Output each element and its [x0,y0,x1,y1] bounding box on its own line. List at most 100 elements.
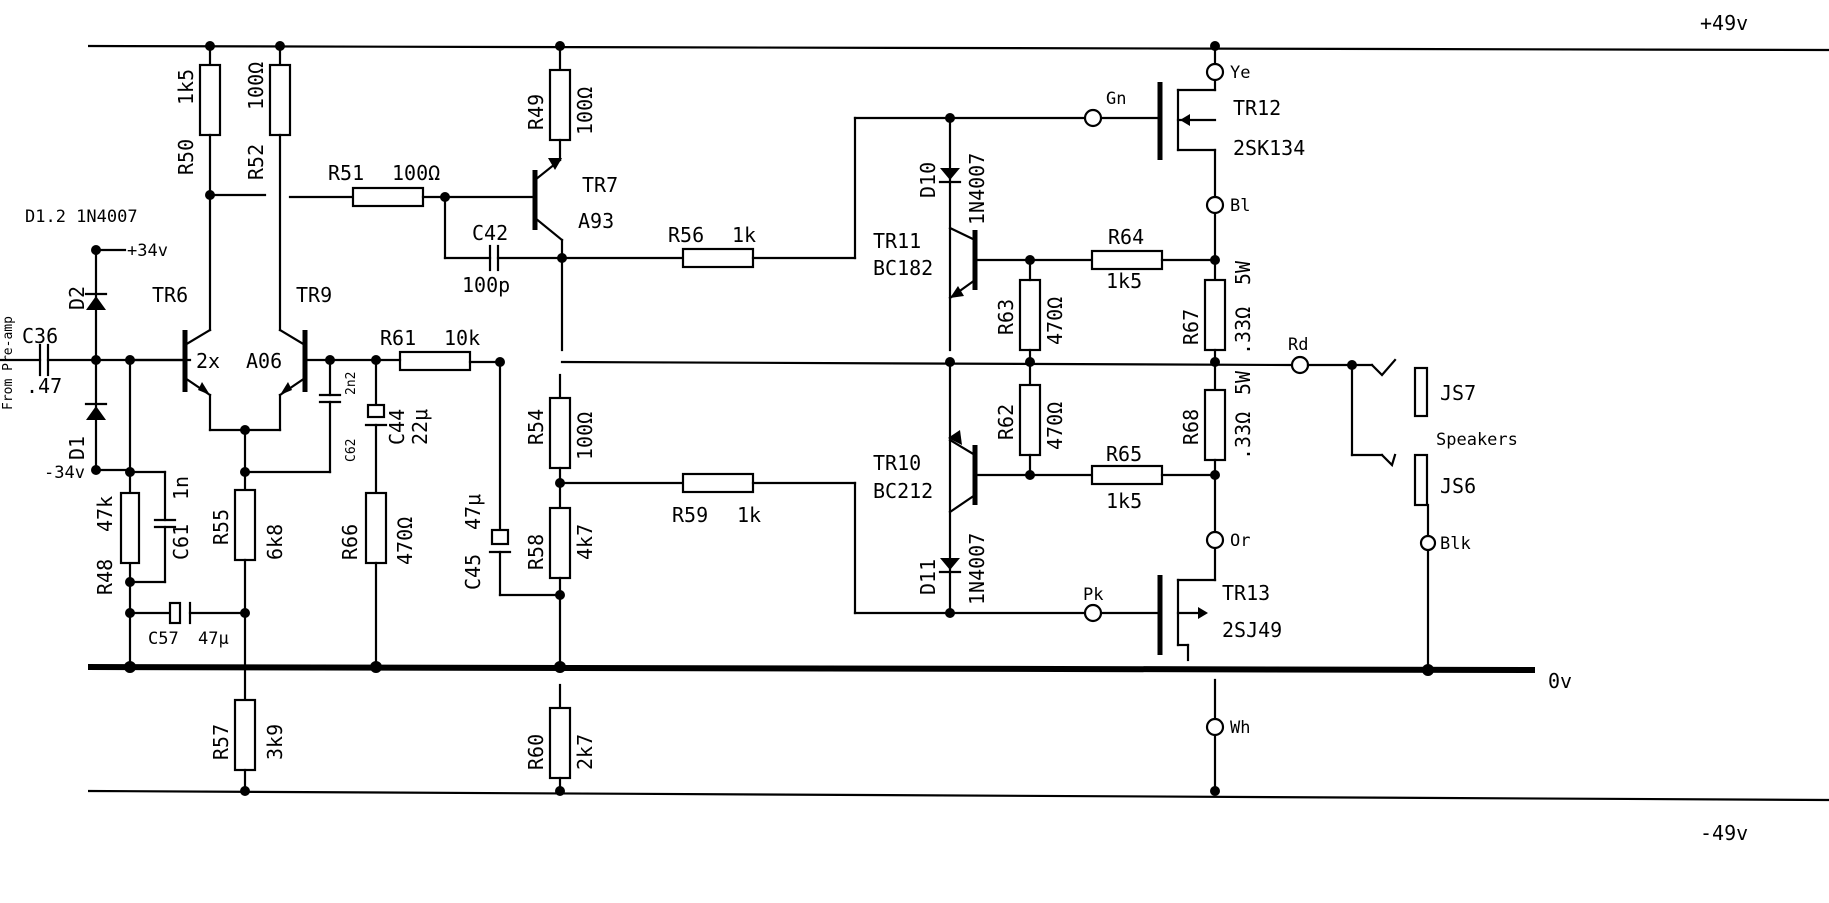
r67-label: R67 [1179,309,1203,345]
r50-resistor [198,63,222,137]
r64-value: 1k5 [1106,269,1142,293]
d2-label: D2 [65,286,89,310]
r55-resistor [233,488,257,562]
terminal-bl [1205,195,1225,215]
tr12-label: TR12 [1233,96,1281,120]
c36-label: C36 [22,324,58,348]
r52-resistor [268,63,292,137]
c57-label: C57 [148,629,179,649]
r66-value: 470Ω [393,517,417,565]
negative-rail [87,789,1829,802]
terminal-or-label: Or [1230,531,1250,551]
r56-value: 1k [732,223,756,247]
r68-value: .33Ω [1231,412,1255,460]
r63-label: R63 [994,299,1018,335]
c44-value: 22μ [408,409,432,445]
terminal-ye [1205,62,1225,82]
tr7-part: A93 [578,209,614,233]
tr9-emitter-arrow [280,382,292,395]
r51-resistor [351,186,425,208]
c42-label: C42 [472,221,508,245]
c36-value: .47 [26,374,62,398]
r62-value: 470Ω [1043,402,1067,450]
d10-diode-symbol [940,168,960,180]
ground-rail-label: 0v [1548,669,1572,693]
lower-bias: C45 47μ R54 100Ω R58 4k7 R59 1k R60 2k7 [461,357,1092,796]
c57-capacitor [168,601,182,625]
tr12-arrow [1180,114,1190,126]
r61-resistor [398,350,472,372]
speakers-label: Speakers [1436,430,1518,450]
r54-value: 100Ω [573,412,597,460]
terminal-wh [1205,717,1225,737]
tr11-emitter-arrow [950,286,964,298]
positive-rail-label: +49v [1700,11,1748,35]
vas-stage: R51 100Ω C42 100p R49 100Ω TR7 A93 R56 1… [288,41,1092,352]
pair-part-label: A06 [246,349,282,373]
c44-capacitor [366,403,386,419]
r48-label: R48 [93,559,117,595]
terminal-gn-label: Gn [1106,89,1126,109]
r62-resistor [1018,383,1042,457]
r65-value: 1k5 [1106,489,1142,513]
r57-label: R57 [209,724,233,760]
js6-contact [1380,453,1397,468]
r54-resistor [548,396,572,470]
c44-label: C44 [385,409,409,445]
d11-part: 1N4007 [965,533,989,605]
tr7-label: TR7 [582,173,618,197]
r61-value: 10k [444,326,480,350]
c45-label: C45 [461,554,485,590]
r58-label: R58 [524,534,548,570]
r68-wattage: 5W [1231,370,1255,395]
r57-value: 3k9 [263,724,287,760]
r52-label: R52 [244,144,268,180]
plus34-label: +34v [127,241,168,261]
c57-value: 47μ [198,629,229,649]
js7-label: JS7 [1440,381,1476,405]
r57-resistor [233,698,257,772]
r64-resistor [1090,249,1164,271]
d10-part: 1N4007 [965,153,989,225]
r67-resistor [1203,278,1227,352]
r50-value: 1k5 [174,69,198,105]
node-plus34 [91,245,101,255]
r68-resistor [1203,388,1227,462]
pair-count-label: 2x [196,349,220,373]
tr11-part: BC182 [873,256,933,280]
tr7-emitter-arrow [548,158,562,170]
c61-value: 1n [169,476,193,500]
tr12-part: 2SK134 [1233,136,1305,160]
minus34-label: -34v [44,463,85,483]
tr10-label: TR10 [873,451,921,475]
r51-value: 100Ω [392,161,440,185]
tr11-label: TR11 [873,229,921,253]
negative-rail-label: -49v [1700,821,1748,845]
js6-jack [1413,453,1429,507]
r52-value: 100Ω [244,62,268,110]
tr10-emitter-arrow [948,430,962,445]
terminal-blk [1419,534,1437,552]
r49-label: R49 [524,94,548,130]
tr6-label: TR6 [152,283,188,307]
node-input [91,355,101,365]
r65-label: R65 [1106,442,1142,466]
terminal-pk [1083,603,1103,623]
d10-label: D10 [916,162,940,198]
r64-label: R64 [1108,225,1144,249]
js7-jack [1413,366,1429,418]
r50-label: R50 [174,139,198,175]
tr13-part: 2SJ49 [1222,618,1282,642]
r58-value: 4k7 [573,524,597,560]
r49-value: 100Ω [573,87,597,135]
r58-resistor [548,506,572,580]
ground-rail [87,664,1536,673]
r48-resistor [119,491,141,565]
feedback-network: R61 10k C44 22μ R66 470Ω [338,326,502,673]
c45-value: 47μ [461,494,485,530]
d11-diode-symbol [940,558,960,570]
js7-contact [1370,358,1397,377]
c45-capacitor [490,528,510,546]
c62-label: C62 [344,439,359,462]
